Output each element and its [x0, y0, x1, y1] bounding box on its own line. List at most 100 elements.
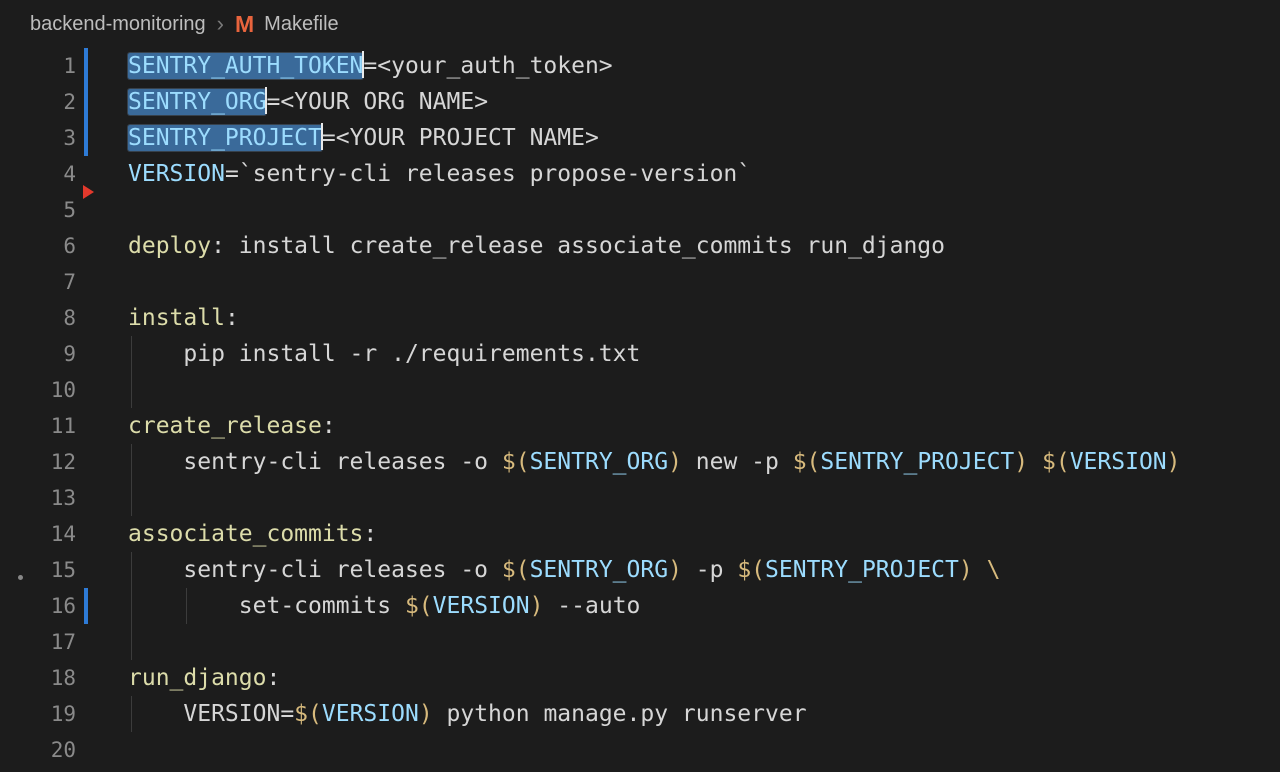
text-cursor [362, 51, 365, 78]
code-token: new -p [681, 449, 793, 475]
gutter-decorations [76, 660, 128, 696]
code-line[interactable]: 10 [0, 372, 1280, 408]
line-number[interactable]: 16 [50, 594, 76, 618]
code-text: deploy: install create_release associate… [128, 228, 1280, 264]
code-token: $( [404, 593, 433, 619]
code-token: SENTRY_ORG [529, 557, 669, 583]
line-number[interactable]: 11 [50, 414, 76, 438]
gutter-decorations [76, 156, 128, 199]
code-token: create_release [128, 413, 322, 439]
code-line[interactable]: 11 create_release: [0, 408, 1280, 444]
code-token: python manage.py runserver [432, 701, 807, 727]
line-number[interactable]: 2 [63, 90, 76, 114]
line-number[interactable]: 20 [50, 738, 76, 762]
code-text [128, 192, 1280, 228]
code-token: pip install -r ./requirements.txt [128, 341, 641, 367]
gutter-decorations [76, 480, 128, 516]
git-modified-indicator [84, 84, 88, 120]
code-token: associate_commits [128, 521, 364, 547]
code-token: VERSION [432, 593, 530, 619]
code-line[interactable]: 7 [0, 264, 1280, 300]
code-line[interactable]: 17 [0, 624, 1280, 660]
code-token: --auto [543, 593, 641, 619]
gutter-decorations [76, 444, 128, 480]
code-text: SENTRY_ORG=<YOUR ORG NAME> [128, 84, 1280, 120]
code-line[interactable]: 12 sentry-cli releases -o $(SENTRY_ORG) … [0, 444, 1280, 480]
code-token [973, 557, 987, 583]
code-token [1028, 449, 1042, 475]
code-line[interactable]: 6 deploy: install create_release associat… [0, 228, 1280, 264]
line-number[interactable]: 3 [63, 126, 76, 150]
gutter-decorations [76, 732, 128, 768]
line-number[interactable]: 14 [50, 522, 76, 546]
text-cursor [265, 87, 268, 114]
code-line[interactable]: 9 pip install -r ./requirements.txt [0, 336, 1280, 372]
code-text: create_release: [128, 408, 1280, 444]
line-number[interactable]: 10 [50, 378, 76, 402]
line-number[interactable]: 1 [63, 54, 76, 78]
gutter-decorations [76, 336, 128, 372]
breadcrumb-project[interactable]: backend-monitoring [30, 12, 206, 35]
code-text: SENTRY_AUTH_TOKEN=<your_auth_token> [128, 48, 1280, 84]
code-token: set-commits [128, 593, 405, 619]
line-number[interactable]: 6 [63, 234, 76, 258]
breadcrumb-file[interactable]: Makefile [264, 12, 339, 35]
code-token: ) [958, 557, 973, 583]
code-token: \ [986, 557, 1001, 583]
indent-guide [131, 552, 132, 588]
selected-text: SENTRY_ORG [128, 89, 267, 115]
line-number[interactable]: 7 [63, 270, 76, 294]
gutter-decorations [76, 120, 128, 156]
code-token: =<YOUR ORG NAME> [266, 89, 489, 115]
gutter-decorations [76, 408, 128, 444]
code-token: : install create_release associate_commi… [211, 233, 945, 259]
indent-guide [131, 444, 132, 480]
text-cursor [320, 123, 323, 150]
code-line[interactable]: 20 [0, 732, 1280, 768]
line-number[interactable]: 15 [50, 558, 76, 582]
code-text: associate_commits: [128, 516, 1280, 552]
code-token: $( [792, 449, 821, 475]
line-number[interactable]: 13 [50, 486, 76, 510]
code-token: SENTRY_PROJECT [765, 557, 959, 583]
stray-dot [18, 575, 23, 580]
makefile-icon: M [234, 10, 255, 37]
code-line[interactable]: 4 VERSION=`sentry-cli releases propose-ve… [0, 156, 1280, 199]
code-text: VERSION=`sentry-cli releases propose-ver… [128, 156, 1280, 192]
gutter-decorations [76, 552, 128, 588]
code-token: ) [529, 593, 544, 619]
line-number[interactable]: 18 [50, 666, 76, 690]
code-line[interactable]: 2 SENTRY_ORG=<YOUR ORG NAME> [0, 84, 1280, 120]
code-line[interactable]: 5 [0, 192, 1280, 228]
code-text [128, 624, 1280, 660]
code-text [128, 732, 1280, 768]
gutter-decorations [76, 48, 128, 84]
line-number[interactable]: 17 [50, 630, 76, 654]
line-number[interactable]: 19 [50, 702, 76, 726]
gutter-decorations [76, 624, 128, 660]
line-number[interactable]: 12 [50, 450, 76, 474]
code-line[interactable]: 14 associate_commits: [0, 516, 1280, 552]
code-line[interactable]: 1 SENTRY_AUTH_TOKEN=<your_auth_token> [0, 48, 1280, 84]
code-line[interactable]: 13 [0, 480, 1280, 516]
indent-guide [131, 624, 132, 660]
selected-text: SENTRY_AUTH_TOKEN [128, 53, 364, 79]
line-number[interactable]: 4 [63, 162, 76, 186]
code-line[interactable]: 15 sentry-cli releases -o $(SENTRY_ORG) … [0, 552, 1280, 588]
line-number[interactable]: 9 [63, 342, 76, 366]
code-line[interactable]: 19 VERSION=$(VERSION) python manage.py r… [0, 696, 1280, 732]
code-token: sentry-cli releases -o [128, 449, 502, 475]
indent-guide [131, 588, 132, 624]
code-token: sentry-cli releases -o [128, 557, 502, 583]
code-text: VERSION=$(VERSION) python manage.py runs… [128, 696, 1280, 732]
line-number[interactable]: 8 [63, 306, 76, 330]
code-token: VERSION [1069, 449, 1167, 475]
line-number[interactable]: 5 [63, 198, 76, 222]
code-line[interactable]: 16 set-commits $(VERSION) --auto [0, 588, 1280, 624]
code-token: ) [668, 449, 682, 475]
